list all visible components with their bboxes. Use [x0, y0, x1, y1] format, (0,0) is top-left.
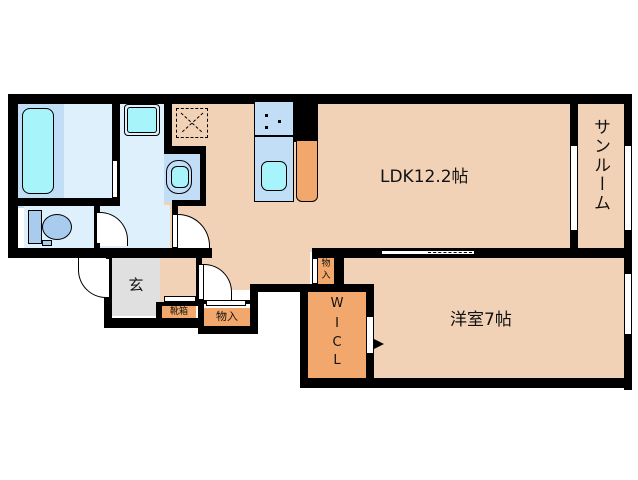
- storage-small-door[interactable]: [312, 258, 318, 284]
- wall-shoebox-top: [156, 302, 202, 306]
- window-western: [624, 274, 632, 334]
- wall-bottom: [300, 378, 632, 388]
- sunroom: [578, 102, 624, 250]
- wic-door[interactable]: [366, 316, 374, 354]
- storage-small: [318, 258, 334, 284]
- wall-wet-bottom: [8, 248, 212, 258]
- entrance-label: 玄: [128, 276, 144, 294]
- kitchen-sink-counter: [254, 136, 294, 202]
- walk-in-closet: [308, 292, 366, 378]
- wall-storage-right: [250, 284, 258, 334]
- storage-small-label: 物入: [321, 259, 331, 281]
- kitchen-sink-icon: [261, 161, 287, 191]
- wall-bath-wash: [112, 94, 120, 206]
- entrance: [112, 256, 160, 316]
- wic-label-c: C: [332, 335, 342, 350]
- storage-hall-door[interactable]: [206, 300, 246, 306]
- wic-label-w: W: [330, 296, 344, 311]
- toilet-tank-icon: [28, 210, 42, 244]
- kitchen-wall-column: [294, 102, 318, 142]
- ceiling-vent-icon: [176, 108, 208, 138]
- ldk-label: LDK12.2帖: [380, 167, 469, 187]
- wall-right: [624, 94, 632, 390]
- wall-top: [8, 94, 632, 104]
- wic-label-i: I: [335, 316, 339, 331]
- wall-bath-bottom: [8, 198, 120, 206]
- western-room-label: 洋室7帖: [450, 310, 512, 330]
- front-door-arc: [78, 258, 106, 298]
- bathtub-icon: [22, 108, 54, 194]
- wic-door-arrow-icon: [374, 339, 384, 349]
- window-ldk-sunroom: [570, 146, 578, 230]
- bathroom-wash: [64, 102, 112, 208]
- wall-small-storage-right: [334, 250, 344, 286]
- shoe-box-label: 靴箱: [169, 307, 188, 317]
- wall-hall-right: [300, 284, 308, 384]
- wall-wash-right-step: [164, 146, 206, 154]
- storage-hall-label: 物入: [216, 310, 238, 323]
- washbasin-icon: [166, 160, 192, 194]
- sunroom-label: サンルーム: [590, 118, 610, 213]
- storage-hall: [204, 308, 250, 326]
- wall-hall-step: [250, 284, 308, 292]
- window-sunroom-outer: [624, 146, 632, 230]
- wall-entrance-bottom: [104, 318, 200, 328]
- wall-left: [8, 94, 18, 258]
- sliding-door-ldk-western[interactable]: [382, 250, 474, 255]
- wall-shoebox-left: [156, 302, 162, 322]
- wic-label-l: L: [333, 353, 341, 368]
- bath-door[interactable]: [112, 160, 118, 198]
- wall-wic-top: [300, 284, 372, 292]
- wall-storage-left: [198, 300, 204, 334]
- toilet-bowl-icon: [42, 214, 72, 240]
- wall-vanity-right: [200, 146, 206, 206]
- shoe-box-door[interactable]: [164, 296, 196, 302]
- western-room: [344, 258, 624, 378]
- refrigerator-icon: [296, 140, 318, 202]
- wall-vanity-bottom: [172, 200, 206, 206]
- washing-machine-icon: [124, 104, 160, 136]
- wall-storage-bottom: [200, 326, 256, 334]
- wall-wash-right-top: [164, 94, 172, 150]
- shoe-box: [162, 306, 196, 318]
- stove-icon: [254, 102, 294, 136]
- toilet-button-icon: [42, 240, 52, 246]
